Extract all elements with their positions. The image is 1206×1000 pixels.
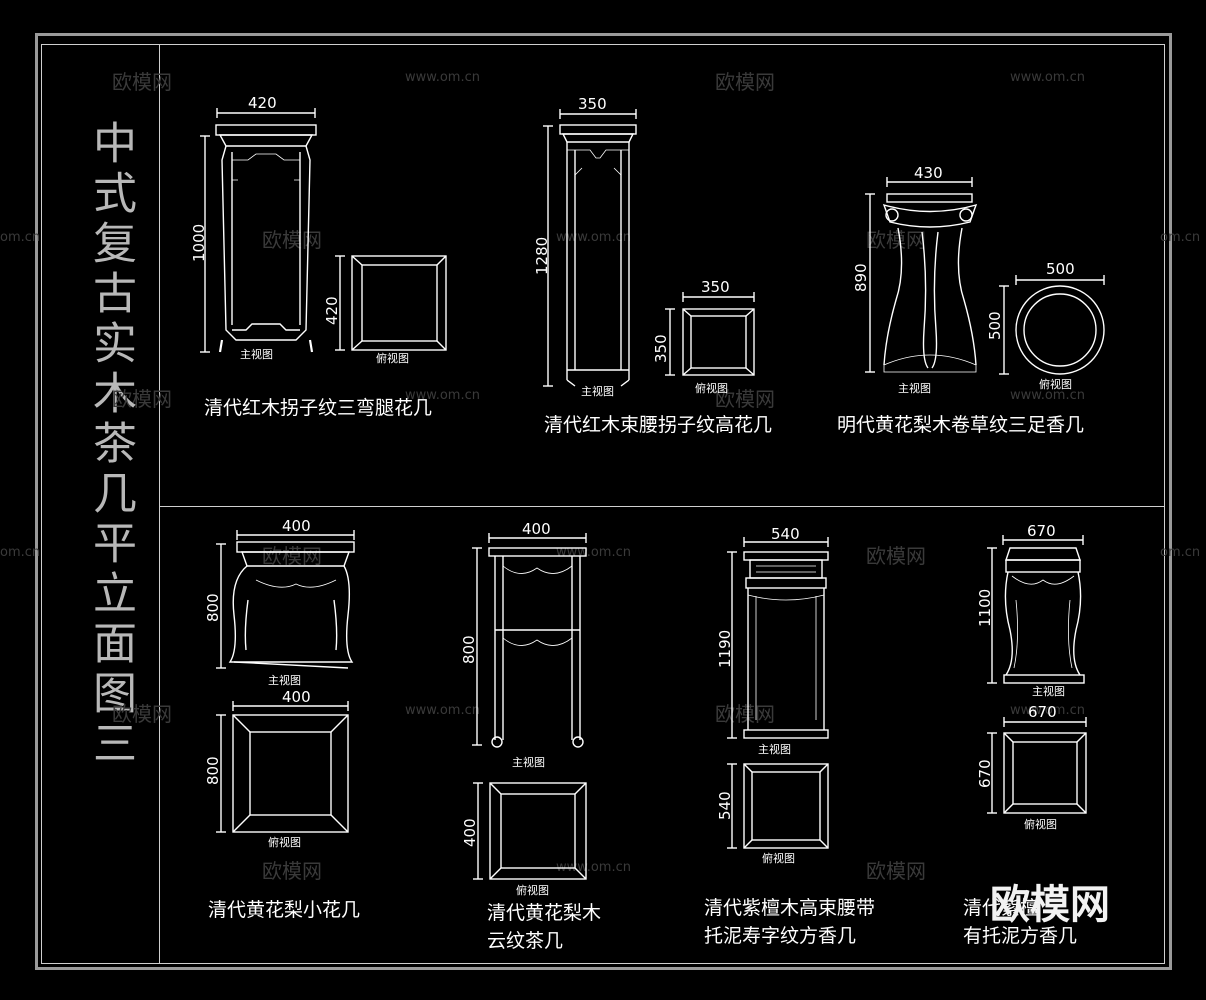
item7-top-label: 俯视图 bbox=[1024, 818, 1057, 831]
item2-caption: 清代红木束腰拐子纹高花几 bbox=[544, 414, 773, 436]
item7-caption-line1: 清代紫檀 bbox=[963, 897, 1040, 919]
item7-top-depth-label: 670 bbox=[976, 759, 994, 788]
drawing-title: 中式复古实木茶几平立面图三 bbox=[85, 120, 136, 770]
watermark: 欧模网 bbox=[866, 859, 926, 883]
watermark: 欧模网 bbox=[262, 228, 322, 252]
watermark-url: om.cn bbox=[0, 230, 41, 245]
item7-front-view bbox=[987, 535, 1085, 684]
item5-top-view bbox=[473, 782, 587, 880]
item7-width-label: 670 bbox=[1027, 522, 1056, 540]
item1-top-depth-label: 420 bbox=[323, 296, 341, 325]
item2-front-view bbox=[543, 109, 637, 387]
item7-top-view bbox=[987, 717, 1087, 814]
item2-front-label: 主视图 bbox=[581, 385, 614, 398]
item1-top-view bbox=[335, 255, 447, 351]
item7-caption-line2: 有托泥方香几 bbox=[963, 925, 1078, 947]
watermark: 欧模网 bbox=[112, 702, 172, 726]
watermark-url: www.om.cn bbox=[1010, 703, 1085, 718]
item1-height-label: 1000 bbox=[190, 223, 208, 262]
item6-top-label: 俯视图 bbox=[762, 852, 795, 865]
item2-top-label: 俯视图 bbox=[695, 382, 728, 395]
brand-logo-text: 欧模网 bbox=[990, 882, 1110, 928]
item2-height-label: 1280 bbox=[533, 236, 551, 275]
item4-top-label: 俯视图 bbox=[268, 836, 301, 849]
item3-top-depth-label: 500 bbox=[986, 311, 1004, 340]
item5-front-view bbox=[472, 533, 587, 748]
item1-front-view bbox=[200, 108, 317, 353]
watermark: 欧模网 bbox=[112, 70, 172, 94]
item4-top-depth-label: 800 bbox=[204, 756, 222, 785]
watermark: 欧模网 bbox=[262, 544, 322, 568]
item4-top-view bbox=[216, 701, 349, 833]
item6-height-label: 1190 bbox=[716, 629, 734, 668]
watermark: 欧模网 bbox=[112, 387, 172, 411]
item3-front-label: 主视图 bbox=[898, 382, 931, 395]
row-divider bbox=[159, 506, 1165, 507]
item6-top-view bbox=[727, 763, 829, 849]
watermark: 欧模网 bbox=[866, 544, 926, 568]
watermark-url: www.om.cn bbox=[405, 388, 480, 403]
item6-caption-line1: 清代紫檀木高束腰带 bbox=[704, 897, 876, 919]
item4-width-label: 400 bbox=[282, 517, 311, 535]
watermark: 欧模网 bbox=[866, 228, 926, 252]
watermark: 欧模网 bbox=[715, 702, 775, 726]
title-divider bbox=[159, 44, 160, 964]
item1-width-label: 420 bbox=[248, 94, 277, 112]
item2-top-depth-label: 350 bbox=[652, 334, 670, 363]
watermark-url: www.om.cn bbox=[1010, 388, 1085, 403]
watermark: 欧模网 bbox=[262, 859, 322, 883]
item3-top-width-label: 500 bbox=[1046, 260, 1075, 278]
item7-top-width-label: 670 bbox=[1028, 703, 1057, 721]
outer-frame bbox=[35, 33, 1172, 970]
item3-front-view bbox=[865, 177, 978, 373]
item5-front-label: 主视图 bbox=[512, 756, 545, 769]
item5-caption-line2: 云纹茶几 bbox=[487, 930, 564, 952]
item2-top-width-label: 350 bbox=[701, 278, 730, 296]
item4-top-width-label: 400 bbox=[282, 688, 311, 706]
item7-front-label: 主视图 bbox=[1032, 685, 1065, 698]
inner-frame bbox=[41, 44, 1165, 964]
item1-caption: 清代红木拐子纹三弯腿花几 bbox=[204, 397, 433, 419]
item3-width-label: 430 bbox=[914, 164, 943, 182]
item3-height-label: 890 bbox=[852, 263, 870, 292]
item6-caption-line2: 托泥寿字纹方香几 bbox=[704, 925, 857, 947]
item4-height-label: 800 bbox=[204, 593, 222, 622]
item4-front-view bbox=[216, 530, 355, 669]
item6-front-view bbox=[727, 537, 829, 739]
watermark-url: om.cn bbox=[1160, 545, 1201, 560]
watermark-url: www.om.cn bbox=[405, 70, 480, 85]
item5-width-label: 400 bbox=[522, 520, 551, 538]
item5-caption-line1: 清代黄花梨木 bbox=[487, 902, 602, 924]
item2-width-label: 350 bbox=[578, 95, 607, 113]
watermark-url: om.cn bbox=[1160, 230, 1201, 245]
item1-front-label: 主视图 bbox=[240, 348, 273, 361]
item4-caption: 清代黄花梨小花几 bbox=[208, 899, 361, 921]
item3-caption: 明代黄花梨木卷草纹三足香几 bbox=[837, 414, 1085, 436]
item6-width-label: 540 bbox=[771, 525, 800, 543]
item3-top-label: 俯视图 bbox=[1039, 378, 1072, 391]
watermark-url: om.cn bbox=[0, 545, 41, 560]
watermark-url: www.om.cn bbox=[1010, 70, 1085, 85]
item3-top-view bbox=[999, 275, 1105, 375]
watermark: 欧模网 bbox=[715, 387, 775, 411]
item4-front-label: 主视图 bbox=[268, 674, 301, 687]
watermark-url: www.om.cn bbox=[405, 703, 480, 718]
item1-top-label: 俯视图 bbox=[376, 352, 409, 365]
item6-front-label: 主视图 bbox=[758, 743, 791, 756]
item5-height-label: 800 bbox=[460, 635, 478, 664]
watermark: 欧模网 bbox=[715, 70, 775, 94]
item7-height-label: 1100 bbox=[976, 588, 994, 627]
item2-top-view bbox=[665, 292, 755, 376]
item5-top-label: 俯视图 bbox=[516, 884, 549, 897]
item5-top-depth-label: 400 bbox=[461, 818, 479, 847]
item6-top-depth-label: 540 bbox=[716, 791, 734, 820]
